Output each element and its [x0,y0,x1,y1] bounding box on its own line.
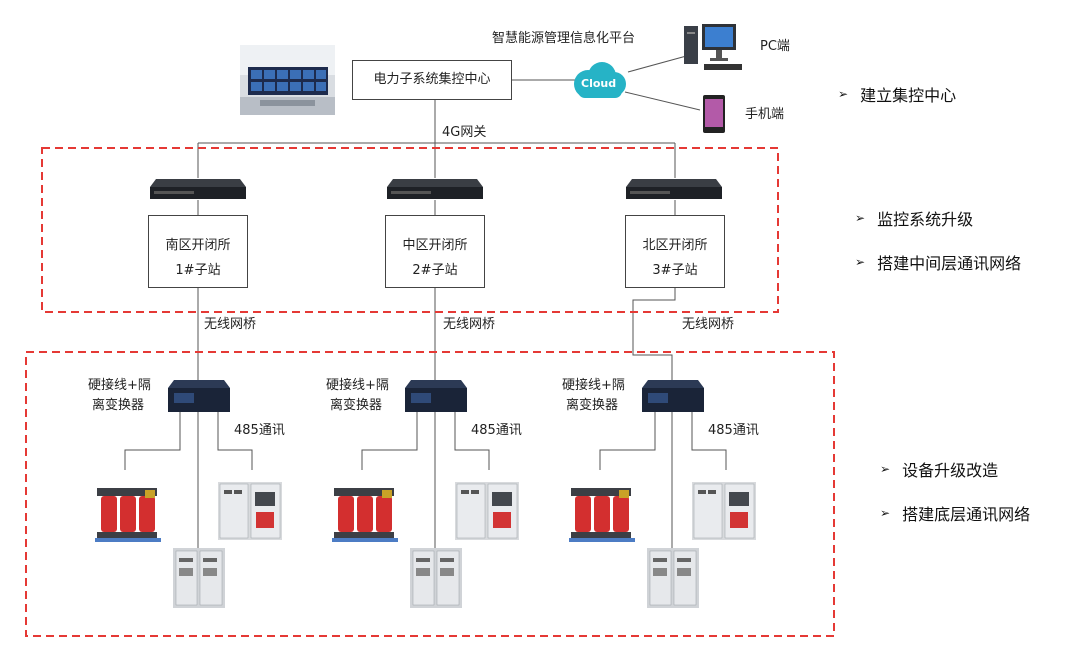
bullet-text: 搭建底层通讯网络 [902,505,1031,524]
cloud-label: Cloud [581,77,617,90]
converter-device-icon [168,380,230,412]
bullets-top: ➢ 建立集控中心 [838,82,956,126]
low-voltage-cabinet-icon [410,548,462,608]
arrow-icon: ➢ [880,462,891,476]
wireless-bridge-label: 无线网桥 [204,317,257,332]
converter-label-line1: 硬接线+隔 [562,378,625,393]
bullet-text: 监控系统升级 [877,210,974,229]
substation-name: 南区开闭所 [165,238,231,253]
converter-label-line2: 离变换器 [566,398,619,413]
substation-id: 2#子站 [412,263,458,278]
substation-box-north: 北区开闭所 3#子站 [625,215,725,288]
converter-label-line1: 硬接线+隔 [88,378,151,393]
network-switch-icon [626,179,722,199]
substation-name: 中区开闭所 [402,238,468,253]
rs485-label: 485通讯 [234,423,285,438]
substation-id: 1#子站 [175,263,221,278]
network-switch-icon [150,179,246,199]
cloud-icon [574,62,626,98]
wireless-bridge-label: 无线网桥 [443,317,496,332]
mobile-icon [703,95,725,133]
switchgear-cabinet-icon [218,482,282,540]
mobile-label: 手机端 [745,107,785,122]
bullet-item: ➢ 搭建底层通讯网络 [880,501,1030,525]
rs485-label: 485通讯 [708,423,759,438]
network-switch-icon [387,179,483,199]
converter-device-icon [405,380,467,412]
switchgear-cabinet-icon [692,482,756,540]
bullet-item: ➢ 设备升级改造 [880,457,1030,481]
switchgear-cabinet-icon [455,482,519,540]
converter-label-line1: 硬接线+隔 [326,378,389,393]
converter-label-line2: 离变换器 [330,398,383,413]
substation-name: 北区开闭所 [642,238,708,253]
wireless-bridge-label: 无线网桥 [682,317,735,332]
arrow-icon: ➢ [880,506,891,520]
low-voltage-cabinet-icon [173,548,225,608]
arrow-icon: ➢ [855,255,866,269]
gateway-label: 4G网关 [442,125,487,140]
substation-box-central: 中区开闭所 2#子站 [385,215,485,288]
control-center-box: 电力子系统集控中心 [352,60,512,100]
bullets-bottom: ➢ 设备升级改造 ➢ 搭建底层通讯网络 [880,457,1030,545]
transformer-icon [569,488,635,542]
transformer-icon [332,488,398,542]
transformer-icon [95,488,161,542]
substation-box-south: 南区开闭所 1#子站 [148,215,248,288]
converter-label-line2: 离变换器 [92,398,145,413]
bottom-layer-frame [25,351,835,637]
low-voltage-cabinet-icon [647,548,699,608]
control-room-photo [240,45,335,115]
pc-label: PC端 [760,39,790,54]
bullets-middle: ➢ 监控系统升级 ➢ 搭建中间层通讯网络 [855,206,1021,294]
bullet-item: ➢ 监控系统升级 [855,206,1021,230]
bullet-text: 搭建中间层通讯网络 [877,254,1022,273]
platform-label: 智慧能源管理信息化平台 [492,31,636,46]
bullet-item: ➢ 建立集控中心 [838,82,956,106]
substation-id: 3#子站 [652,263,698,278]
bullet-text: 建立集控中心 [860,86,957,105]
bullet-text: 设备升级改造 [902,461,999,480]
pc-icon [684,24,742,70]
converter-device-icon [642,380,704,412]
arrow-icon: ➢ [838,87,849,101]
bullet-item: ➢ 搭建中间层通讯网络 [855,250,1021,274]
middle-layer-frame [41,147,779,313]
arrow-icon: ➢ [855,211,866,225]
control-center-label: 电力子系统集控中心 [373,72,491,87]
rs485-label: 485通讯 [471,423,522,438]
